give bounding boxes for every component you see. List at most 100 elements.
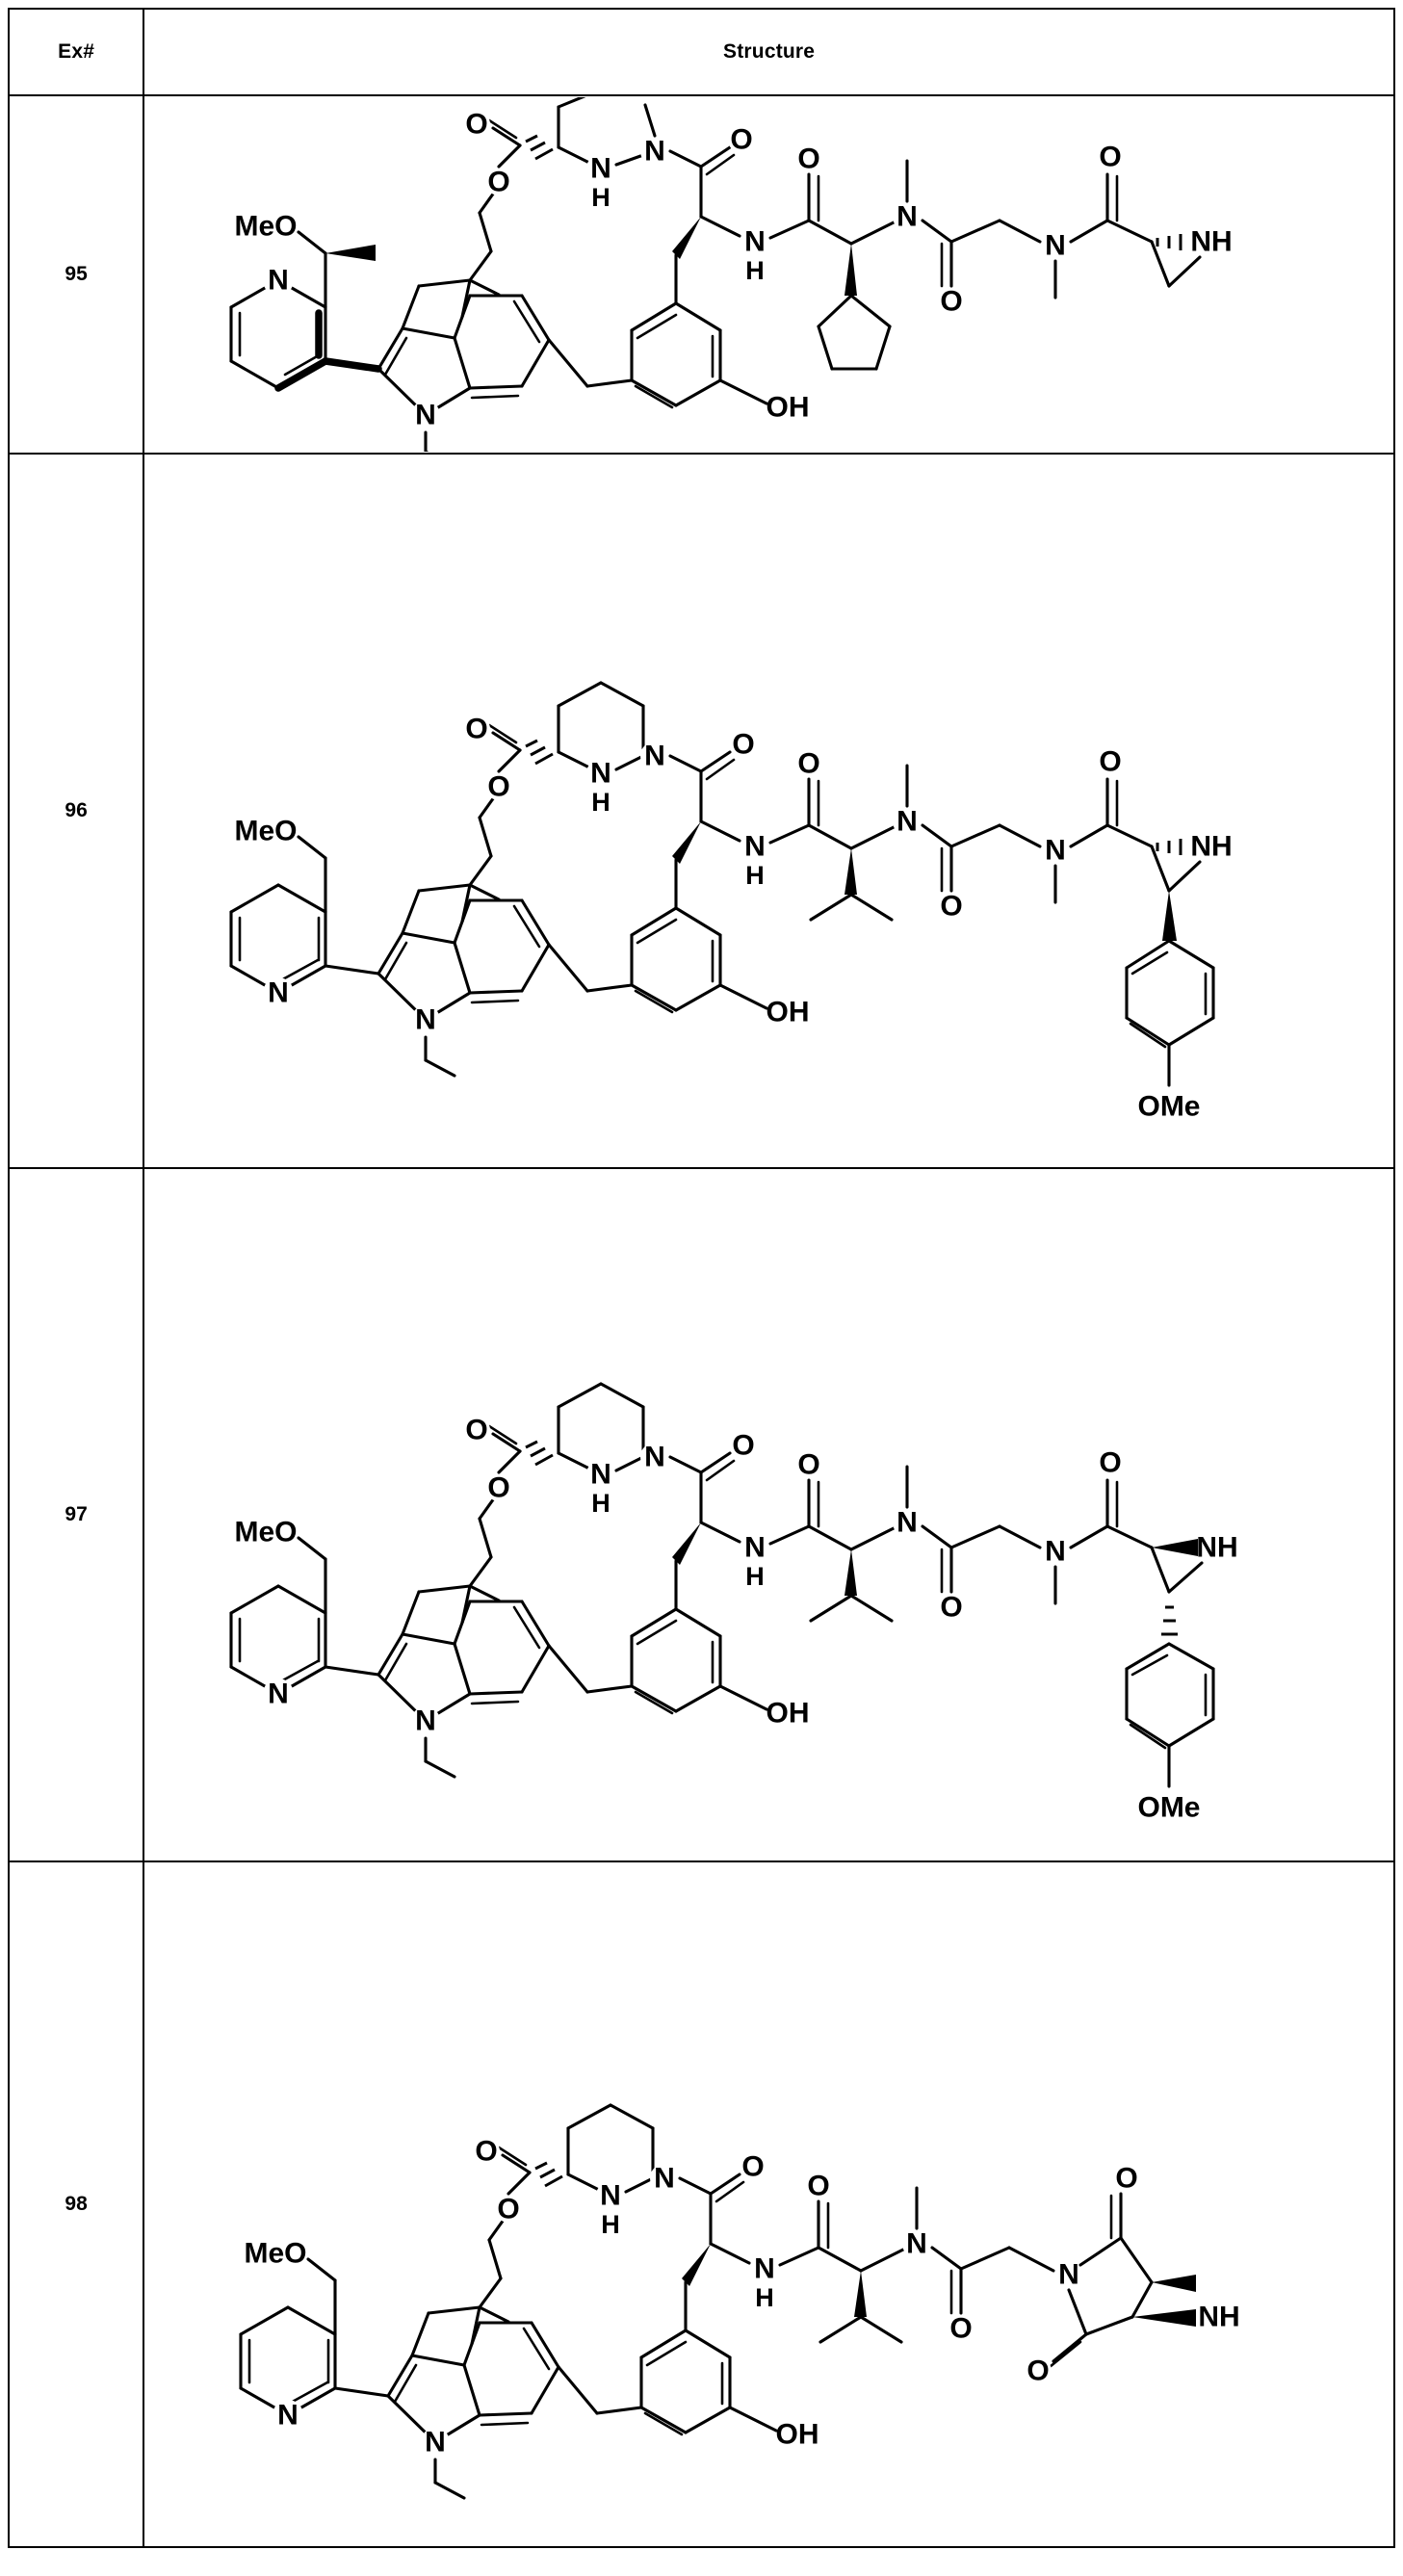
wedge-isopropyl-97 — [844, 1549, 858, 1596]
atom-n-indole-98: N — [425, 2427, 446, 2459]
atom-o-97b: O — [798, 1449, 820, 1481]
structure-cell-96: N MeO — [143, 453, 1395, 1169]
svg-text:O: O — [466, 109, 488, 141]
atom-ester-o-97: O — [488, 1472, 510, 1504]
atom-nh-96: N — [744, 831, 766, 863]
atom-h-ring-98: H — [601, 2210, 620, 2239]
wedge-benzyl-96 — [672, 821, 702, 864]
atom-n-indole-96: N — [415, 1004, 436, 1036]
wedge-benzyl-97 — [672, 1522, 702, 1565]
example-number-96: 96 — [7, 453, 145, 1169]
atom-label-oh-96: OH — [766, 997, 810, 1028]
atom-carbonyl-o-96: O — [466, 714, 488, 745]
atom-carbonyl-o-98: O — [476, 2136, 498, 2168]
document-page: Ex# Structure 95 — [0, 8, 1403, 2576]
svg-text:O: O — [941, 286, 963, 318]
structure-cell-98: N MeO — [143, 1860, 1395, 2548]
atom-label-nh-aziridine-95: NH — [1191, 226, 1233, 258]
atom-label-oh-97: OH — [766, 1698, 810, 1730]
atom-n-95: N — [268, 265, 289, 297]
svg-text:N: N — [590, 153, 611, 185]
chemical-structure-96: N MeO — [145, 459, 1392, 1162]
svg-text:O: O — [731, 124, 753, 156]
wedge-methyl-95 — [325, 245, 377, 261]
atom-label-meo-98: MeO — [245, 2238, 307, 2270]
atom-label-ome-96: OMe — [1138, 1091, 1201, 1123]
atom-h-ring-95: H — [591, 183, 611, 212]
column-header-ex: Ex# — [7, 8, 145, 96]
atom-n-acyl-98: N — [654, 2163, 675, 2195]
atom-label-meo-97: MeO — [235, 1517, 298, 1548]
atom-n-pyridine-97: N — [268, 1678, 289, 1710]
wedge-benzyl-98 — [682, 2244, 712, 2286]
wedge-benzyl-95 — [672, 217, 702, 259]
atom-n-imide-98: N — [1058, 2259, 1079, 2291]
atom-n-acyl-97: N — [644, 1442, 665, 1473]
atom-n-indole-97: N — [415, 1705, 436, 1737]
atom-h-ring-96: H — [591, 788, 611, 817]
example-number-95: 95 — [7, 94, 145, 455]
table-row: 96 N — [7, 453, 1395, 1169]
atom-nme2-97: N — [1045, 1536, 1066, 1568]
svg-text:H: H — [755, 2283, 774, 2312]
table-row: 98 N — [7, 1860, 1395, 2548]
atom-n-acyl-96: N — [644, 741, 665, 772]
table-row: 97 N — [7, 1167, 1395, 1862]
atom-n-pyridine-96: N — [268, 977, 289, 1009]
example-number-98: 98 — [7, 1860, 145, 2548]
atom-label-oh-95: OH — [766, 392, 810, 424]
atom-label-nh-aziridine-97: NH — [1197, 1532, 1238, 1564]
atom-nme-97: N — [896, 1507, 918, 1539]
atom-amide-o-98: O — [742, 2151, 765, 2183]
atom-o-96c: O — [941, 891, 963, 923]
atom-nme2-96: N — [1045, 835, 1066, 867]
column-header-structure: Structure — [143, 8, 1395, 96]
svg-text:H: H — [745, 1562, 765, 1591]
svg-text:O: O — [1100, 142, 1122, 173]
atom-o-97d: O — [1100, 1447, 1122, 1479]
atom-n-indole-95: N — [415, 400, 436, 431]
atom-o-98b: O — [808, 2171, 830, 2202]
svg-text:H: H — [745, 861, 765, 890]
atom-o-97c: O — [941, 1592, 963, 1624]
svg-text:H: H — [745, 256, 765, 285]
atom-nh-ring-98: N — [600, 2180, 621, 2212]
wedge-aryl-96 — [1162, 891, 1178, 941]
wedge-isopropyl-98 — [854, 2271, 868, 2317]
svg-text:N: N — [644, 136, 665, 168]
wedge-aziridine-bottom-98 — [1132, 2309, 1197, 2327]
atom-label-meo-95: MeO — [235, 211, 298, 243]
atom-o-96d: O — [1100, 746, 1122, 778]
structure-table: Ex# Structure 95 — [7, 8, 1395, 2548]
svg-text:O: O — [798, 143, 820, 175]
atom-nme-98: N — [906, 2228, 927, 2260]
atom-ester-o-98: O — [498, 2194, 520, 2225]
atom-label-oh-98: OH — [776, 2419, 819, 2451]
atom-label-nh-aziridine-96: NH — [1191, 831, 1233, 863]
structure-cell-95: N N MeO — [143, 94, 1395, 455]
atom-nme-96: N — [896, 806, 918, 838]
atom-label-meo-96: MeO — [235, 816, 298, 847]
table-header-row: Ex# Structure — [7, 8, 1395, 96]
atom-h-ring-97: H — [591, 1489, 611, 1518]
atom-o-imide-bottom-98: O — [1027, 2355, 1050, 2387]
svg-text:N: N — [744, 226, 766, 258]
wedge-isopropyl-96 — [844, 848, 858, 895]
example-number-97: 97 — [7, 1167, 145, 1862]
atom-o-98c: O — [950, 2313, 973, 2345]
atom-o-imide-top-98: O — [1116, 2163, 1138, 2195]
wedge-aziridine-top-98 — [1152, 2275, 1197, 2292]
atom-ester-o-95: O — [488, 167, 510, 198]
structure-cell-97: N MeO — [143, 1167, 1395, 1862]
atom-carbonyl-o-97: O — [466, 1415, 488, 1446]
atom-label-nh-aziridine-98: NH — [1199, 2302, 1240, 2333]
atom-amide-o-97: O — [733, 1430, 755, 1462]
svg-text:N: N — [1045, 230, 1066, 262]
atom-amide-o-96: O — [733, 729, 755, 761]
wedge-cyclopentyl-95 — [844, 244, 858, 296]
atom-ester-o-96: O — [488, 771, 510, 803]
atom-n-pyridine-98: N — [277, 2400, 299, 2432]
table-row: 95 N — [7, 94, 1395, 455]
chemical-structure-98: N MeO — [145, 1866, 1392, 2542]
atom-label-ome-97: OMe — [1138, 1792, 1201, 1824]
